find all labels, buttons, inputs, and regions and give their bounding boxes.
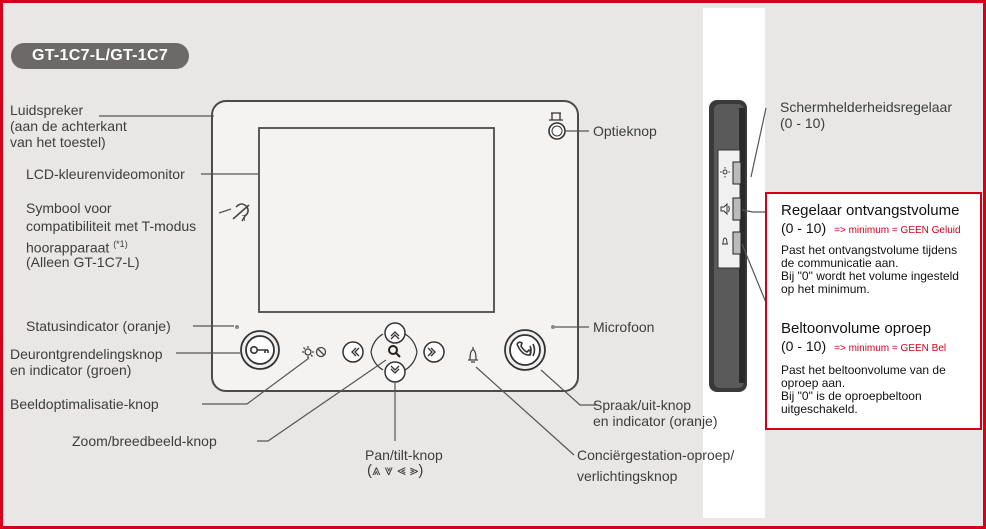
microphone-label: Microfoon (593, 319, 655, 335)
volume-callout-box: Regelaar ontvangstvolume (0 - 10)=> mini… (765, 192, 982, 430)
image-optimization-icon (302, 346, 327, 358)
brightness-slider (732, 161, 742, 185)
speaker-label-line3: van het toestel) (10, 134, 106, 150)
lcd-label: LCD-kleurenvideomonitor (26, 166, 185, 182)
zoom-icon (388, 345, 401, 358)
ring-volume-desc-2: oproep aan. (781, 376, 846, 390)
receive-volume-range: (0 - 10)=> minimum = GEEN Geluid (781, 220, 961, 236)
door-label-line1: Deurontgrendelingsknop (10, 346, 163, 362)
receive-volume-title: Regelaar ontvangstvolume (781, 202, 960, 219)
receive-volume-desc-4: op het minimum. (781, 282, 870, 296)
brightness-label-line2: (0 - 10) (780, 115, 826, 131)
bell-icon (468, 347, 478, 363)
talk-button (504, 329, 546, 371)
ring-volume-note: => minimum = GEEN Bel (834, 343, 947, 354)
pan-tilt-label-line1: Pan/tilt-knop (365, 447, 443, 463)
option-icon (549, 112, 563, 121)
talk-label-line2: en indicator (oranje) (593, 413, 718, 429)
image-optimization-label: Beeldoptimalisatie-knop (10, 396, 159, 412)
pan-left-button (342, 341, 364, 363)
speaker-label-line2: (aan de achterkant (10, 118, 127, 134)
tmode-label-line2: compatibiliteit met T-modus (26, 218, 197, 234)
tmode-label-line3: hoorapparaat (*1) (26, 239, 128, 256)
microphone (551, 325, 555, 329)
status-indicator-label: Statusindicator (oranje) (26, 318, 171, 334)
speaker-label-line1: Luidspreker (10, 102, 84, 118)
concierge-label-line2: verlichtingsknop (577, 468, 678, 484)
receive-volume-desc-3: Bij "0" wordt het volume ingesteld (781, 269, 959, 283)
lcd-screen (258, 127, 495, 313)
option-button (548, 122, 566, 140)
ring-volume-desc-3: Bij "0" is de oproepbeltoon (781, 389, 922, 403)
brightness-label-line1: Schermhelderheidsregelaar (780, 99, 952, 115)
svg-text:T: T (242, 214, 247, 223)
handset-icon (516, 341, 536, 357)
zoom-label: Zoom/breedbeeld-knop (72, 433, 217, 449)
tmode-label-line4: (Alleen GT-1C7-L) (26, 254, 140, 270)
option-button-label: Optieknop (593, 123, 657, 139)
pan-tilt-label-line2: (⩓ ⩔ ⪡ ⪢) (367, 462, 424, 479)
pan-up-button (384, 322, 406, 344)
pan-tilt-buttons (342, 322, 445, 383)
concierge-label-line1: Conciërgestation-oproep/ (577, 447, 735, 463)
door-label-line2: en indicator (groen) (10, 362, 132, 378)
door-unlock-button (240, 330, 280, 370)
talk-label-line1: Spraak/uit-knop (593, 397, 692, 413)
tmode-label-line1: Symbool voor (26, 200, 112, 216)
ring-volume-title: Beltoonvolume oproep (781, 320, 932, 337)
key-icon (250, 345, 269, 354)
model-badge: GT-1C7-L/GT-1C7 (11, 43, 189, 69)
receive-volume-desc-1: Past het ontvangstvolume tijdens (781, 243, 958, 257)
ring-volume-desc-1: Past het beltoonvolume van de (781, 363, 946, 377)
t-mode-icon: T (232, 203, 250, 223)
pan-right-button (423, 341, 445, 363)
receive-volume-slider (732, 197, 742, 221)
ring-volume-range: (0 - 10)=> minimum = GEEN Bel (781, 338, 947, 354)
receive-volume-desc-2: de communicatie aan. (781, 256, 899, 270)
ring-volume-desc-4: uitgeschakeld. (781, 402, 858, 416)
ring-volume-slider (732, 231, 742, 255)
status-indicator (235, 325, 239, 329)
receive-volume-note: => minimum = GEEN Geluid (834, 225, 961, 236)
footnote-mark: (*1) (113, 239, 128, 249)
